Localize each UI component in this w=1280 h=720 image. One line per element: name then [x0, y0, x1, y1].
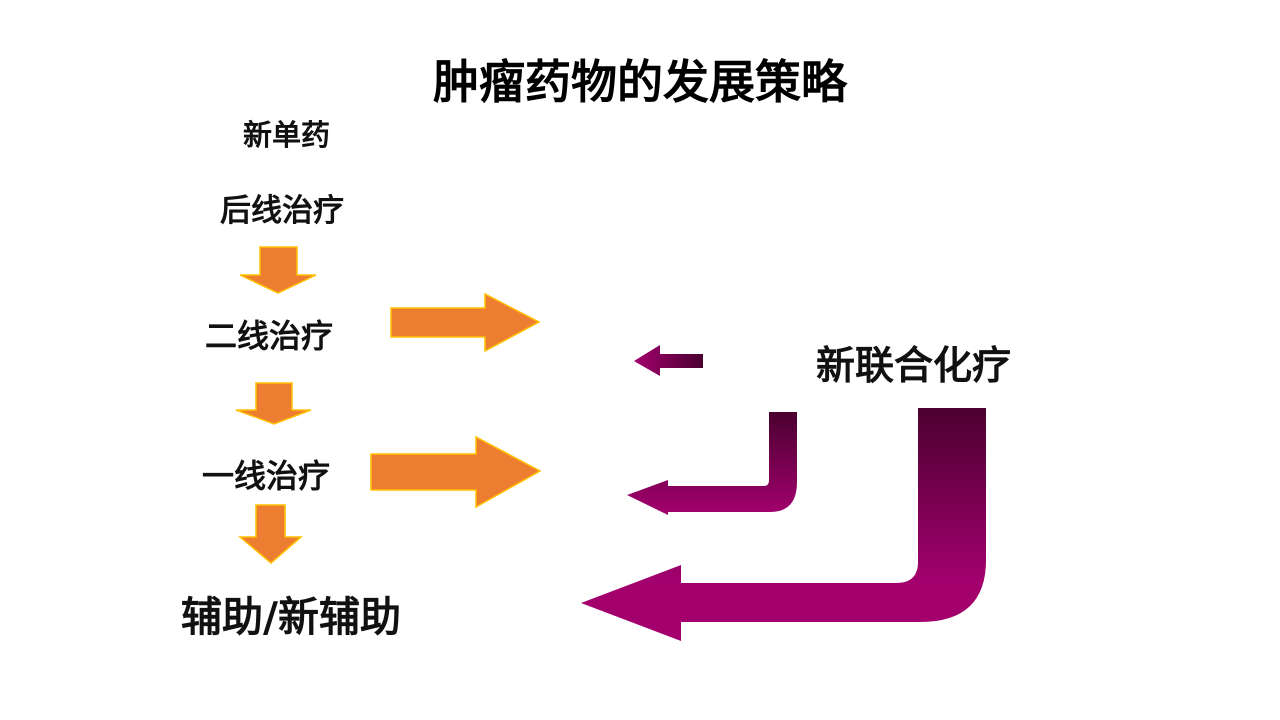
right-arrow-first-line — [370, 435, 542, 509]
right-arrow-second-line — [390, 292, 541, 353]
label-later-line-therapy: 后线治疗 — [220, 193, 344, 229]
down-arrow-3 — [237, 504, 304, 564]
down-arrow-1 — [239, 246, 317, 294]
label-new-combination-chemo: 新联合化疗 — [816, 344, 1012, 389]
label-second-line-therapy: 二线治疗 — [205, 317, 334, 355]
bent-arrow-large — [581, 408, 986, 641]
label-adjuvant-neoadjuvant: 辅助/新辅助 — [181, 593, 401, 641]
left-arrow-small — [634, 345, 703, 376]
slide-title: 肿瘤药物的发展策略 — [433, 55, 847, 109]
label-first-line-therapy: 一线治疗 — [202, 457, 331, 495]
label-new-single-drug: 新单药 — [243, 118, 331, 152]
bent-arrow-medium — [627, 412, 797, 515]
down-arrow-2 — [235, 382, 312, 425]
